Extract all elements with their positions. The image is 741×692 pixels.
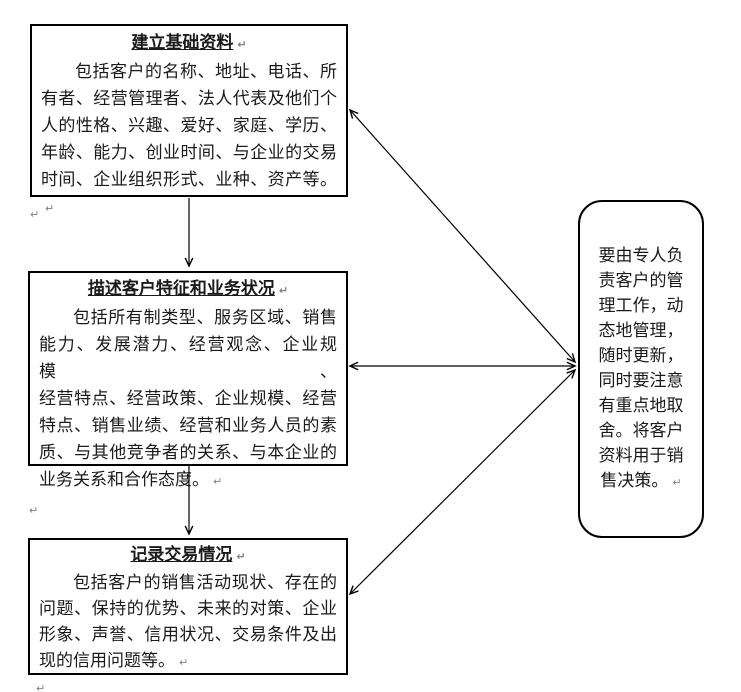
paragraph-mark: ↵ xyxy=(36,682,46,692)
box-transaction-record-body: 包括客户的销售活动现状、存在的问题、保持的优势、未来的对策、企业形象、声誉、信用… xyxy=(39,573,337,670)
paragraph-mark: ↵ xyxy=(29,504,39,517)
box-customer-profile: 描述客户特征和业务状况↵ 包括所有制类型、服务区域、销售能力、发展潜力、经营观念… xyxy=(28,271,348,489)
box-transaction-record: 记录交易情况↵ 包括客户的销售活动现状、存在的问题、保持的优势、未来的对策、企业… xyxy=(28,538,348,675)
box-customer-profile-title: 描述客户特征和业务状况↵ xyxy=(87,279,289,298)
box-transaction-record-title: 记录交易情况↵ xyxy=(130,545,246,564)
side-note-text: 要由专人负责客户的管理工作，动态地管理，随时更新，同时要注意有重点地取舍。将客户… xyxy=(598,246,684,490)
arrow-box1-note xyxy=(350,110,575,362)
arrow-box3-note xyxy=(350,370,575,594)
box-basic-data: 建立基础资料↵ 包括客户的名称、地址、电话、所有者、经营管理者、法人代表及他们个… xyxy=(30,24,348,215)
box-customer-profile-body: 包括所有制类型、服务区域、销售能力、发展潜力、经营观念、企业规模、经营特点、经营… xyxy=(39,308,337,489)
side-note-rounded-box: 要由专人负责客户的管理工作，动态地管理，随时更新，同时要注意有重点地取舍。将客户… xyxy=(578,200,704,538)
box-basic-data-body: 包括客户的名称、地址、电话、所有者、经营管理者、法人代表及他们个人的性格、兴趣、… xyxy=(41,62,337,215)
box-basic-data-title: 建立基础资料↵ xyxy=(131,33,247,52)
paragraph-mark: ↵ xyxy=(30,208,40,221)
